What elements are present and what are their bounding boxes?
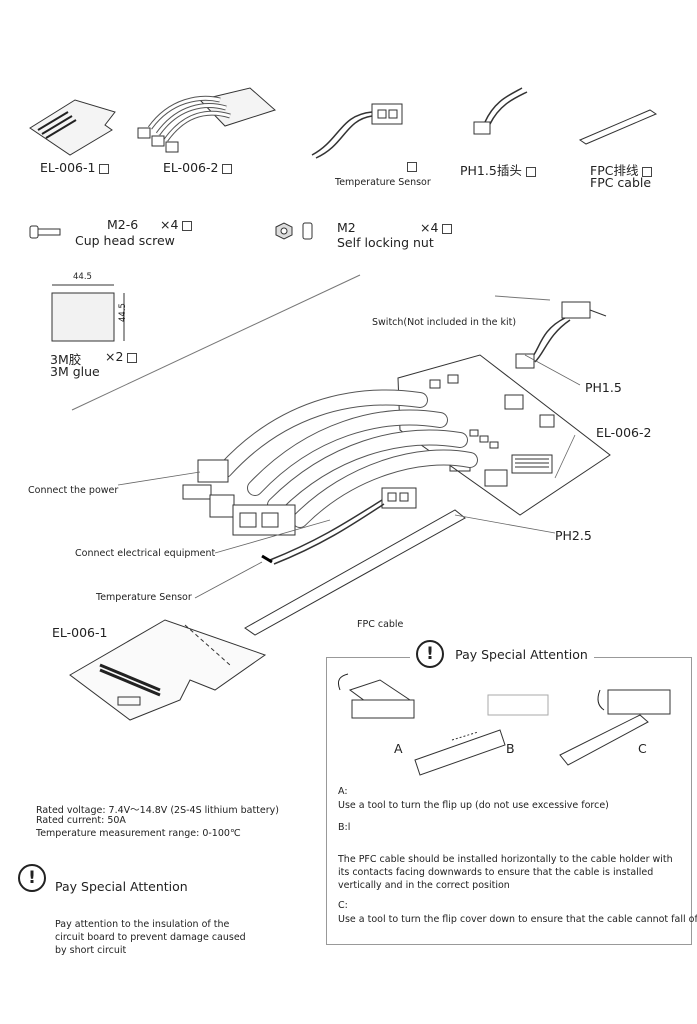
- el-006-2-thumbnail: [137, 87, 276, 153]
- fpc-en-label: FPC cable: [590, 175, 652, 190]
- el-006-1-checkbox[interactable]: [99, 163, 110, 174]
- spec-current: Rated current: 50A: [36, 815, 126, 826]
- c-head: C:: [338, 900, 348, 911]
- el-006-1-board: [69, 619, 267, 721]
- power-connectors: [182, 459, 296, 536]
- switch-component: [515, 301, 607, 369]
- switch-label: Switch(Not included in the kit): [372, 317, 517, 328]
- glue-en: 3M glue: [50, 364, 100, 379]
- fpc-ribbon: [244, 509, 466, 636]
- ph25-callout: PH2.5: [555, 528, 592, 543]
- screw-qty: ×4: [160, 217, 193, 232]
- temp-sensor-label: Temperature Sensor: [335, 177, 431, 188]
- step-c: C: [638, 741, 647, 756]
- glue-cn: 3M胶: [50, 352, 82, 367]
- nut-code: M2: [337, 220, 356, 235]
- connect-equipment-label: Connect electrical equipment: [75, 548, 216, 559]
- attention-header-right: ! Pay Special Attention: [410, 640, 594, 668]
- temperature-sensor-thumbnail: [311, 103, 403, 159]
- screw-checkbox[interactable]: [182, 220, 193, 231]
- fpc-callout: FPC cable: [357, 619, 404, 630]
- el-006-1-label: EL-006-1: [40, 160, 110, 175]
- leader-lines: [117, 354, 581, 599]
- screw-icon: [29, 225, 61, 239]
- fpc-cable-thumbnail: [578, 109, 658, 145]
- fpc-checkbox[interactable]: [642, 166, 653, 177]
- c-text: Use a tool to turn the flip cover down t…: [338, 914, 697, 925]
- b-head: B:l: [338, 822, 351, 833]
- el-006-2-label: EL-006-2: [163, 160, 233, 175]
- warning-icon: !: [416, 640, 444, 668]
- el-006-2-checkbox[interactable]: [222, 163, 233, 174]
- ph15-label: PH1.5插头: [460, 160, 536, 179]
- connect-power-label: Connect the power: [28, 485, 119, 496]
- spec-voltage: Rated voltage: 7.4V～14.8V (2S-4S lithium…: [36, 805, 279, 816]
- el-006-2-callout: EL-006-2: [596, 425, 652, 440]
- temp-sensor-part: [261, 487, 417, 565]
- ph15-callout: PH1.5: [585, 380, 622, 395]
- step-b: B: [506, 741, 515, 756]
- nut-qty: ×4: [420, 220, 453, 235]
- el-006-1-thumbnail: [29, 99, 116, 156]
- fpc-cn-label: FPC排线: [590, 160, 653, 179]
- flip-steps-diagram: [337, 673, 671, 776]
- ph15-checkbox[interactable]: [525, 166, 536, 177]
- nut-icon: [275, 222, 313, 240]
- ph15-plug-thumbnail: [473, 87, 528, 135]
- b-text: The PFC cable should be installed horizo…: [338, 854, 673, 891]
- temp-sensor-checkbox[interactable]: [407, 162, 417, 172]
- attention-title-left: Pay Special Attention: [55, 879, 188, 894]
- glue-width: 44.5: [73, 272, 92, 282]
- warning-icon-left: !: [18, 864, 46, 892]
- power-cables: [217, 389, 478, 528]
- screw-code: M2-6: [107, 217, 139, 232]
- attention-text-left: Pay attention to the insulation of the c…: [55, 919, 246, 956]
- glue-pad: [51, 284, 125, 342]
- a-head: A:: [338, 786, 348, 797]
- glue-checkbox[interactable]: [127, 352, 138, 363]
- el-006-1-callout: EL-006-1: [52, 625, 108, 640]
- screw-name: Cup head screw: [75, 233, 175, 248]
- attention-title-right: Pay Special Attention: [455, 646, 588, 662]
- spec-temp: Temperature measurement range: 0-100℃: [36, 828, 241, 839]
- a-text: Use a tool to turn the flip up (do not u…: [338, 800, 609, 811]
- nut-name: Self locking nut: [337, 235, 434, 250]
- glue-height: 44.5: [118, 303, 128, 322]
- nut-checkbox[interactable]: [442, 223, 453, 234]
- glue-qty: ×2: [105, 349, 138, 364]
- temp-sensor-callout: Temperature Sensor: [96, 592, 192, 603]
- step-a: A: [394, 741, 403, 756]
